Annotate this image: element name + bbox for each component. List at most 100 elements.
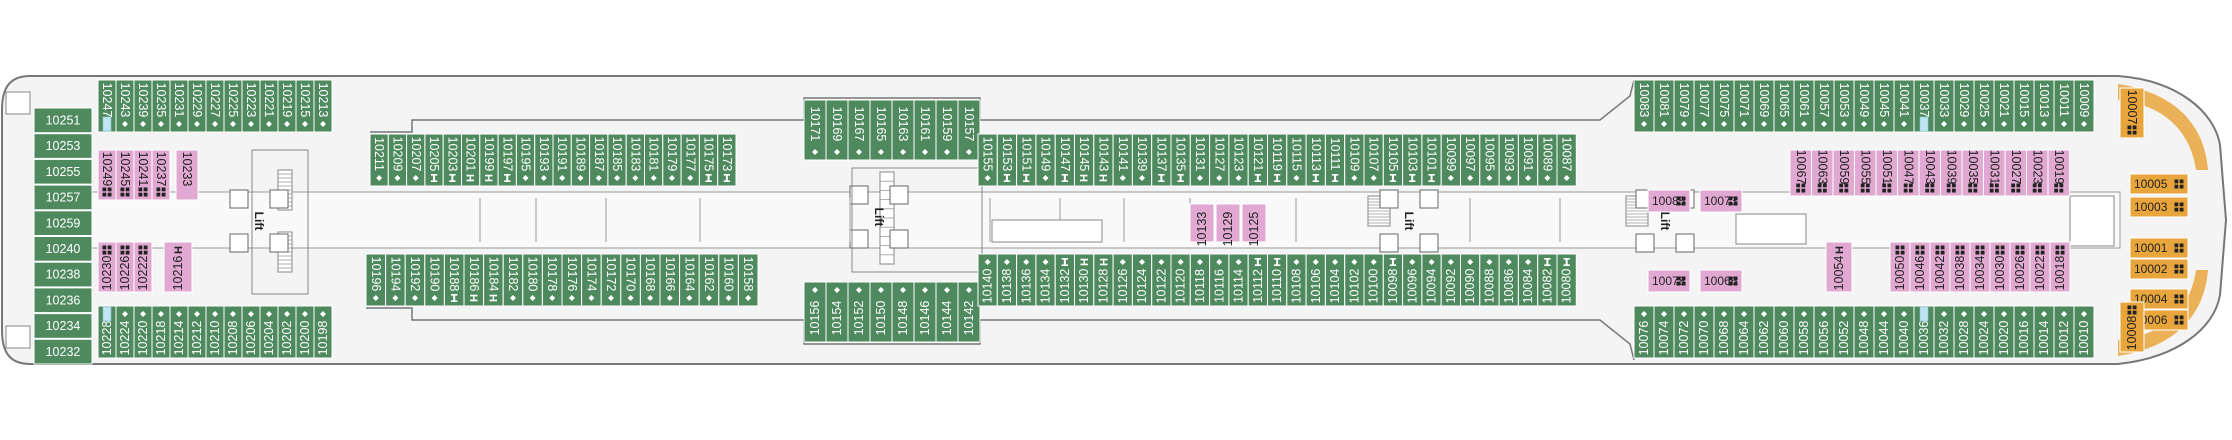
cabin-10142[interactable]: 10142 xyxy=(957,281,981,343)
cabin-10056[interactable]: 10056 xyxy=(1813,305,1835,359)
cabin-10106[interactable]: 10106 xyxy=(1305,253,1326,307)
cabin-10092[interactable]: 10092 xyxy=(1440,253,1461,307)
cabin-10245[interactable]: 10245 xyxy=(115,149,135,201)
cabin-10102[interactable]: 10102 xyxy=(1344,253,1365,307)
cabin-10230[interactable]: 10230 xyxy=(97,241,117,293)
cabin-10233[interactable]: 10233 xyxy=(175,149,199,201)
cabin-10122[interactable]: 10122 xyxy=(1151,253,1172,307)
cabin-10110[interactable]: 10110 xyxy=(1267,253,1288,307)
cabin-10071[interactable]: 10071 xyxy=(1733,79,1755,133)
cabin-10187[interactable]: 10187 xyxy=(589,133,609,187)
cabin-10093[interactable]: 10093 xyxy=(1498,133,1519,187)
cabin-10209[interactable]: 10209 xyxy=(387,133,408,187)
cabin-10116[interactable]: 10116 xyxy=(1209,253,1230,307)
cabin-10084[interactable]: 10084 xyxy=(1517,253,1539,307)
cabin-10148[interactable]: 10148 xyxy=(891,281,915,343)
cabin-10194[interactable]: 10194 xyxy=(385,253,406,307)
cabin-10153[interactable]: 10153 xyxy=(996,133,1018,187)
cabin-10165[interactable]: 10165 xyxy=(869,99,893,161)
cabin-10121[interactable]: 10121 xyxy=(1247,133,1268,187)
cabin-10085[interactable]: 10085 xyxy=(1647,189,1691,213)
cabin-10181[interactable]: 10181 xyxy=(644,133,664,187)
cabin-10185[interactable]: 10185 xyxy=(607,133,627,187)
cabin-10031[interactable]: 10031 xyxy=(1983,149,2006,197)
cabin-10124[interactable]: 10124 xyxy=(1131,253,1153,307)
cabin-10028[interactable]: 10028 xyxy=(1953,305,1975,359)
cabin-10223[interactable]: 10223 xyxy=(241,79,261,133)
cabin-10141[interactable]: 10141 xyxy=(1112,133,1133,187)
cabin-10255[interactable]: 10255 xyxy=(33,158,93,185)
cabin-10150[interactable]: 10150 xyxy=(869,281,893,343)
cabin-10046[interactable]: 10046 xyxy=(1909,241,1931,293)
cabin-10206[interactable]: 10206 xyxy=(241,305,261,359)
cabin-10007[interactable]: 10007 xyxy=(2119,87,2145,139)
cabin-10055[interactable]: 10055 xyxy=(1854,149,1877,197)
cabin-10075[interactable]: 10075 xyxy=(1713,79,1735,133)
cabin-10038[interactable]: 10038 xyxy=(1949,241,1971,293)
cabin-10015[interactable]: 10015 xyxy=(2013,79,2035,133)
cabin-10156[interactable]: 10156 xyxy=(803,281,827,343)
cabin-10090[interactable]: 10090 xyxy=(1460,253,1481,307)
cabin-10091[interactable]: 10091 xyxy=(1517,133,1539,187)
cabin-10123[interactable]: 10123 xyxy=(1228,133,1249,187)
cabin-10042[interactable]: 10042 xyxy=(1929,241,1951,293)
cabin-10076[interactable]: 10076 xyxy=(1633,305,1655,359)
cabin-10088[interactable]: 10088 xyxy=(1479,253,1500,307)
cabin-10048[interactable]: 10048 xyxy=(1853,305,1875,359)
cabin-10203[interactable]: 10203 xyxy=(442,133,463,187)
cabin-10188[interactable]: 10188 xyxy=(443,253,465,307)
cabin-10001[interactable]: 10001 xyxy=(2129,237,2189,259)
cabin-10131[interactable]: 10131 xyxy=(1189,133,1211,187)
cabin-10211[interactable]: 10211 xyxy=(369,133,389,187)
cabin-10103[interactable]: 10103 xyxy=(1402,133,1423,187)
cabin-10107[interactable]: 10107 xyxy=(1363,133,1384,187)
cabin-10205[interactable]: 10205 xyxy=(424,133,444,187)
cabin-10154[interactable]: 10154 xyxy=(825,281,849,343)
cabin-10146[interactable]: 10146 xyxy=(913,281,937,343)
cabin-10215[interactable]: 10215 xyxy=(295,79,315,133)
cabin-10163[interactable]: 10163 xyxy=(891,99,915,161)
cabin-10037[interactable]: 10037 xyxy=(1913,79,1935,133)
cabin-10053[interactable]: 10053 xyxy=(1833,79,1855,133)
cabin-10041[interactable]: 10041 xyxy=(1893,79,1915,133)
cabin-10111[interactable]: 10111 xyxy=(1324,133,1346,187)
cabin-10024[interactable]: 10024 xyxy=(1973,305,1995,359)
cabin-10062[interactable]: 10062 xyxy=(1753,305,1775,359)
cabin-10149[interactable]: 10149 xyxy=(1035,133,1056,187)
cabin-10021[interactable]: 10021 xyxy=(1993,79,2015,133)
cabin-10226[interactable]: 10226 xyxy=(115,241,135,293)
cabin-10047[interactable]: 10047 xyxy=(1897,149,1920,197)
cabin-10251[interactable]: 10251 xyxy=(33,107,93,134)
cabin-10058[interactable]: 10058 xyxy=(1793,305,1815,359)
cabin-10069[interactable]: 10069 xyxy=(1753,79,1775,133)
cabin-10003[interactable]: 10003 xyxy=(2129,196,2189,218)
cabin-10202[interactable]: 10202 xyxy=(277,305,297,359)
cabin-10063[interactable]: 10063 xyxy=(1811,149,1834,197)
cabin-10229[interactable]: 10229 xyxy=(187,79,207,133)
cabin-10094[interactable]: 10094 xyxy=(1421,253,1442,307)
cabin-10222[interactable]: 10222 xyxy=(133,241,153,293)
cabin-10171[interactable]: 10171 xyxy=(803,99,827,161)
cabin-10074[interactable]: 10074 xyxy=(1653,305,1675,359)
cabin-10109[interactable]: 10109 xyxy=(1344,133,1365,187)
cabin-10220[interactable]: 10220 xyxy=(133,305,153,359)
cabin-10064[interactable]: 10064 xyxy=(1733,305,1755,359)
cabin-10182[interactable]: 10182 xyxy=(502,253,524,307)
cabin-10204[interactable]: 10204 xyxy=(259,305,279,359)
cabin-10257[interactable]: 10257 xyxy=(33,184,93,211)
cabin-10214[interactable]: 10214 xyxy=(169,305,189,359)
cabin-10078[interactable]: 10078 xyxy=(1647,269,1691,293)
cabin-10014[interactable]: 10014 xyxy=(2033,305,2055,359)
cabin-10175[interactable]: 10175 xyxy=(698,133,719,187)
cabin-10196[interactable]: 10196 xyxy=(365,253,387,307)
cabin-10172[interactable]: 10172 xyxy=(600,253,622,307)
cabin-10195[interactable]: 10195 xyxy=(515,133,536,187)
cabin-10061[interactable]: 10061 xyxy=(1793,79,1815,133)
cabin-10160[interactable]: 10160 xyxy=(718,253,739,307)
